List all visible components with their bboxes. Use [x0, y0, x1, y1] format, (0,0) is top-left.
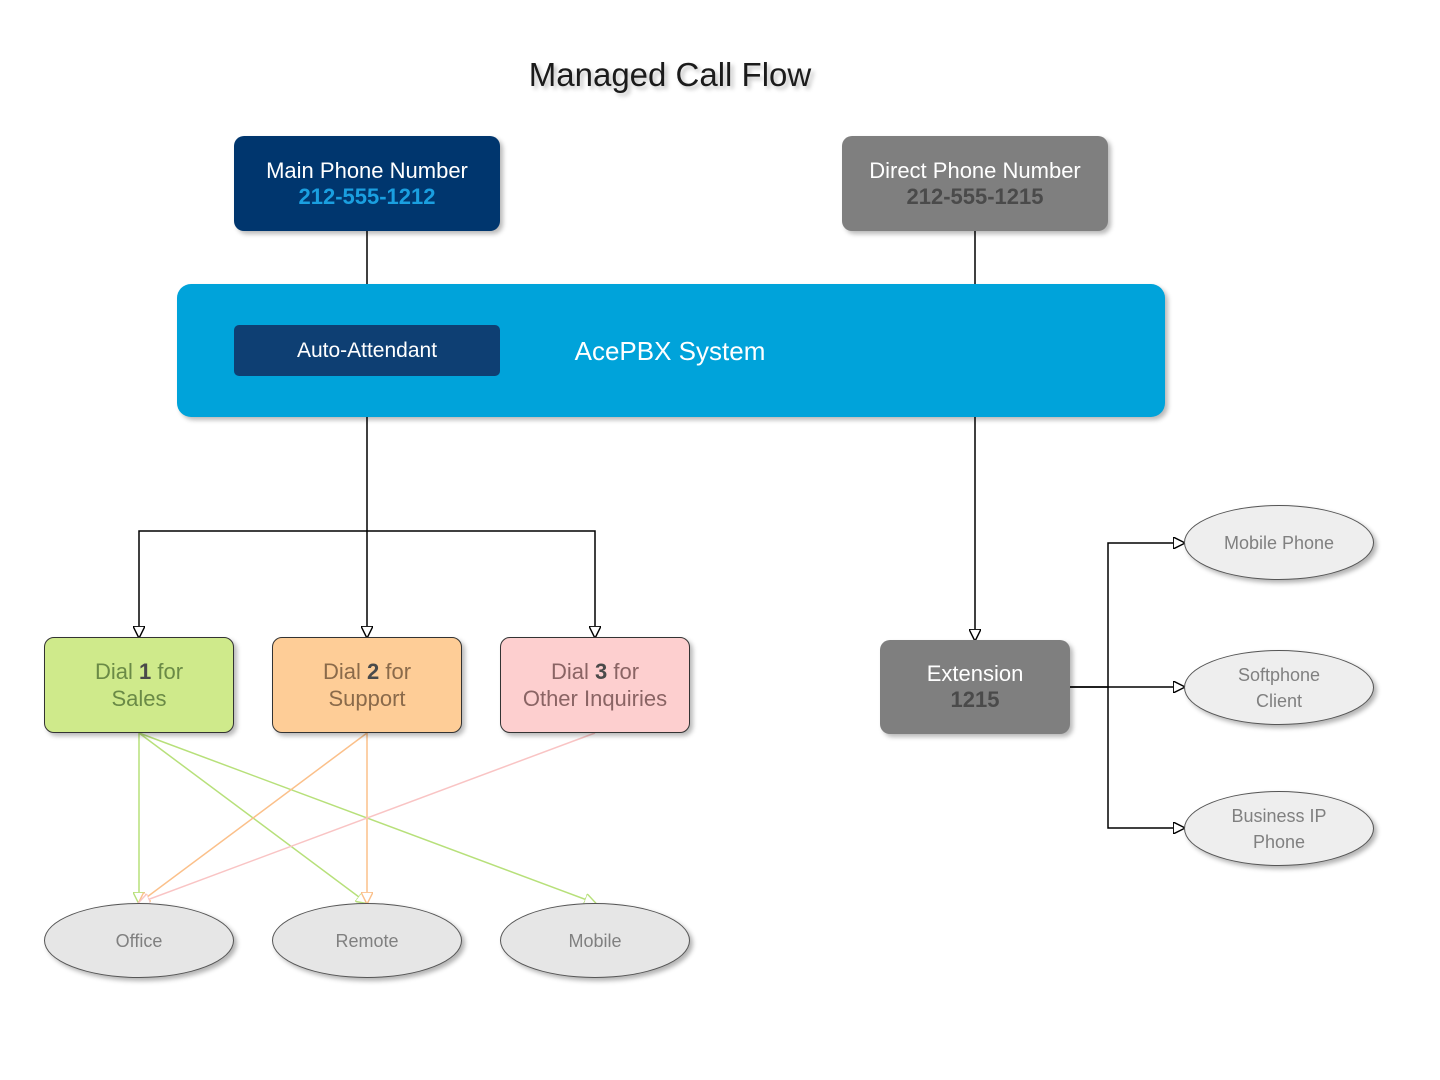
dial-support-line1: Dial 2 for — [323, 658, 411, 685]
edge-extension-to-business-ip — [1107, 687, 1184, 828]
dial-sales-suffix: for — [151, 659, 184, 684]
mobile-phone-label: Mobile Phone — [1223, 532, 1335, 553]
office-label: Office — [115, 930, 163, 951]
diagram-title: Managed Call Flow — [528, 56, 812, 93]
edge-extension-to-mobile-phone — [1070, 543, 1184, 688]
main-phone-number-node[interactable]: Main Phone Number 212-555-1212 — [234, 136, 500, 231]
business-ip-line1: Business IP — [1231, 805, 1327, 826]
business-ip-line2: Phone — [1252, 831, 1306, 852]
dial-sales-digit: 1 — [138, 659, 152, 684]
direct-phone-number-value: 212-555-1215 — [906, 183, 1044, 209]
dial-other-suffix: for — [607, 659, 640, 684]
direct-phone-number-label: Direct Phone Number — [869, 157, 1081, 183]
dial-sales-target: Sales — [111, 686, 167, 711]
edge-support-to-office — [139, 732, 368, 903]
extension-node[interactable]: Extension 1215 — [880, 640, 1070, 734]
dial-other-digit: 3 — [594, 659, 608, 684]
direct-phone-number-node[interactable]: Direct Phone Number 212-555-1215 — [842, 136, 1108, 231]
extension-label: Extension — [926, 661, 1024, 686]
dial-support-suffix: for — [379, 659, 412, 684]
dial-support-target: Support — [328, 686, 406, 711]
edge-attendant-to-other — [367, 530, 595, 637]
edge-attendant-to-sales — [139, 530, 367, 637]
mobile-phone-node[interactable]: Mobile Phone — [1184, 505, 1374, 580]
remote-label: Remote — [335, 930, 399, 951]
office-node[interactable]: Office — [44, 903, 234, 978]
dial-support-node[interactable]: Dial 2 for Support — [272, 637, 462, 733]
auto-attendant-node[interactable]: Auto-Attendant — [234, 325, 500, 376]
mobile-label: Mobile — [568, 930, 622, 951]
dial-support-prefix: Dial — [322, 659, 367, 684]
business-ip-phone-node[interactable]: Business IP Phone — [1184, 791, 1374, 866]
remote-node[interactable]: Remote — [272, 903, 462, 978]
dial-other-prefix: Dial — [550, 659, 595, 684]
dial-other-target: Other Inquiries — [522, 686, 668, 711]
main-phone-number-value: 212-555-1212 — [298, 183, 436, 209]
softphone-line2: Client — [1255, 690, 1303, 711]
mobile-node[interactable]: Mobile — [500, 903, 690, 978]
edge-other-to-office — [139, 732, 596, 903]
dial-support-digit: 2 — [366, 659, 380, 684]
acepbx-system-label: AcePBX System — [574, 336, 766, 366]
dial-sales-node[interactable]: Dial 1 for Sales — [44, 637, 234, 733]
dial-other-line1: Dial 3 for — [551, 658, 639, 685]
softphone-client-node[interactable]: Softphone Client — [1184, 650, 1374, 725]
extension-number: 1215 — [950, 687, 1000, 712]
dial-sales-line1: Dial 1 for — [95, 658, 183, 685]
dial-sales-prefix: Dial — [94, 659, 139, 684]
main-phone-number-label: Main Phone Number — [266, 157, 468, 183]
softphone-line1: Softphone — [1237, 664, 1321, 685]
dial-other-node[interactable]: Dial 3 for Other Inquiries — [500, 637, 690, 733]
auto-attendant-label: Auto-Attendant — [296, 338, 438, 362]
